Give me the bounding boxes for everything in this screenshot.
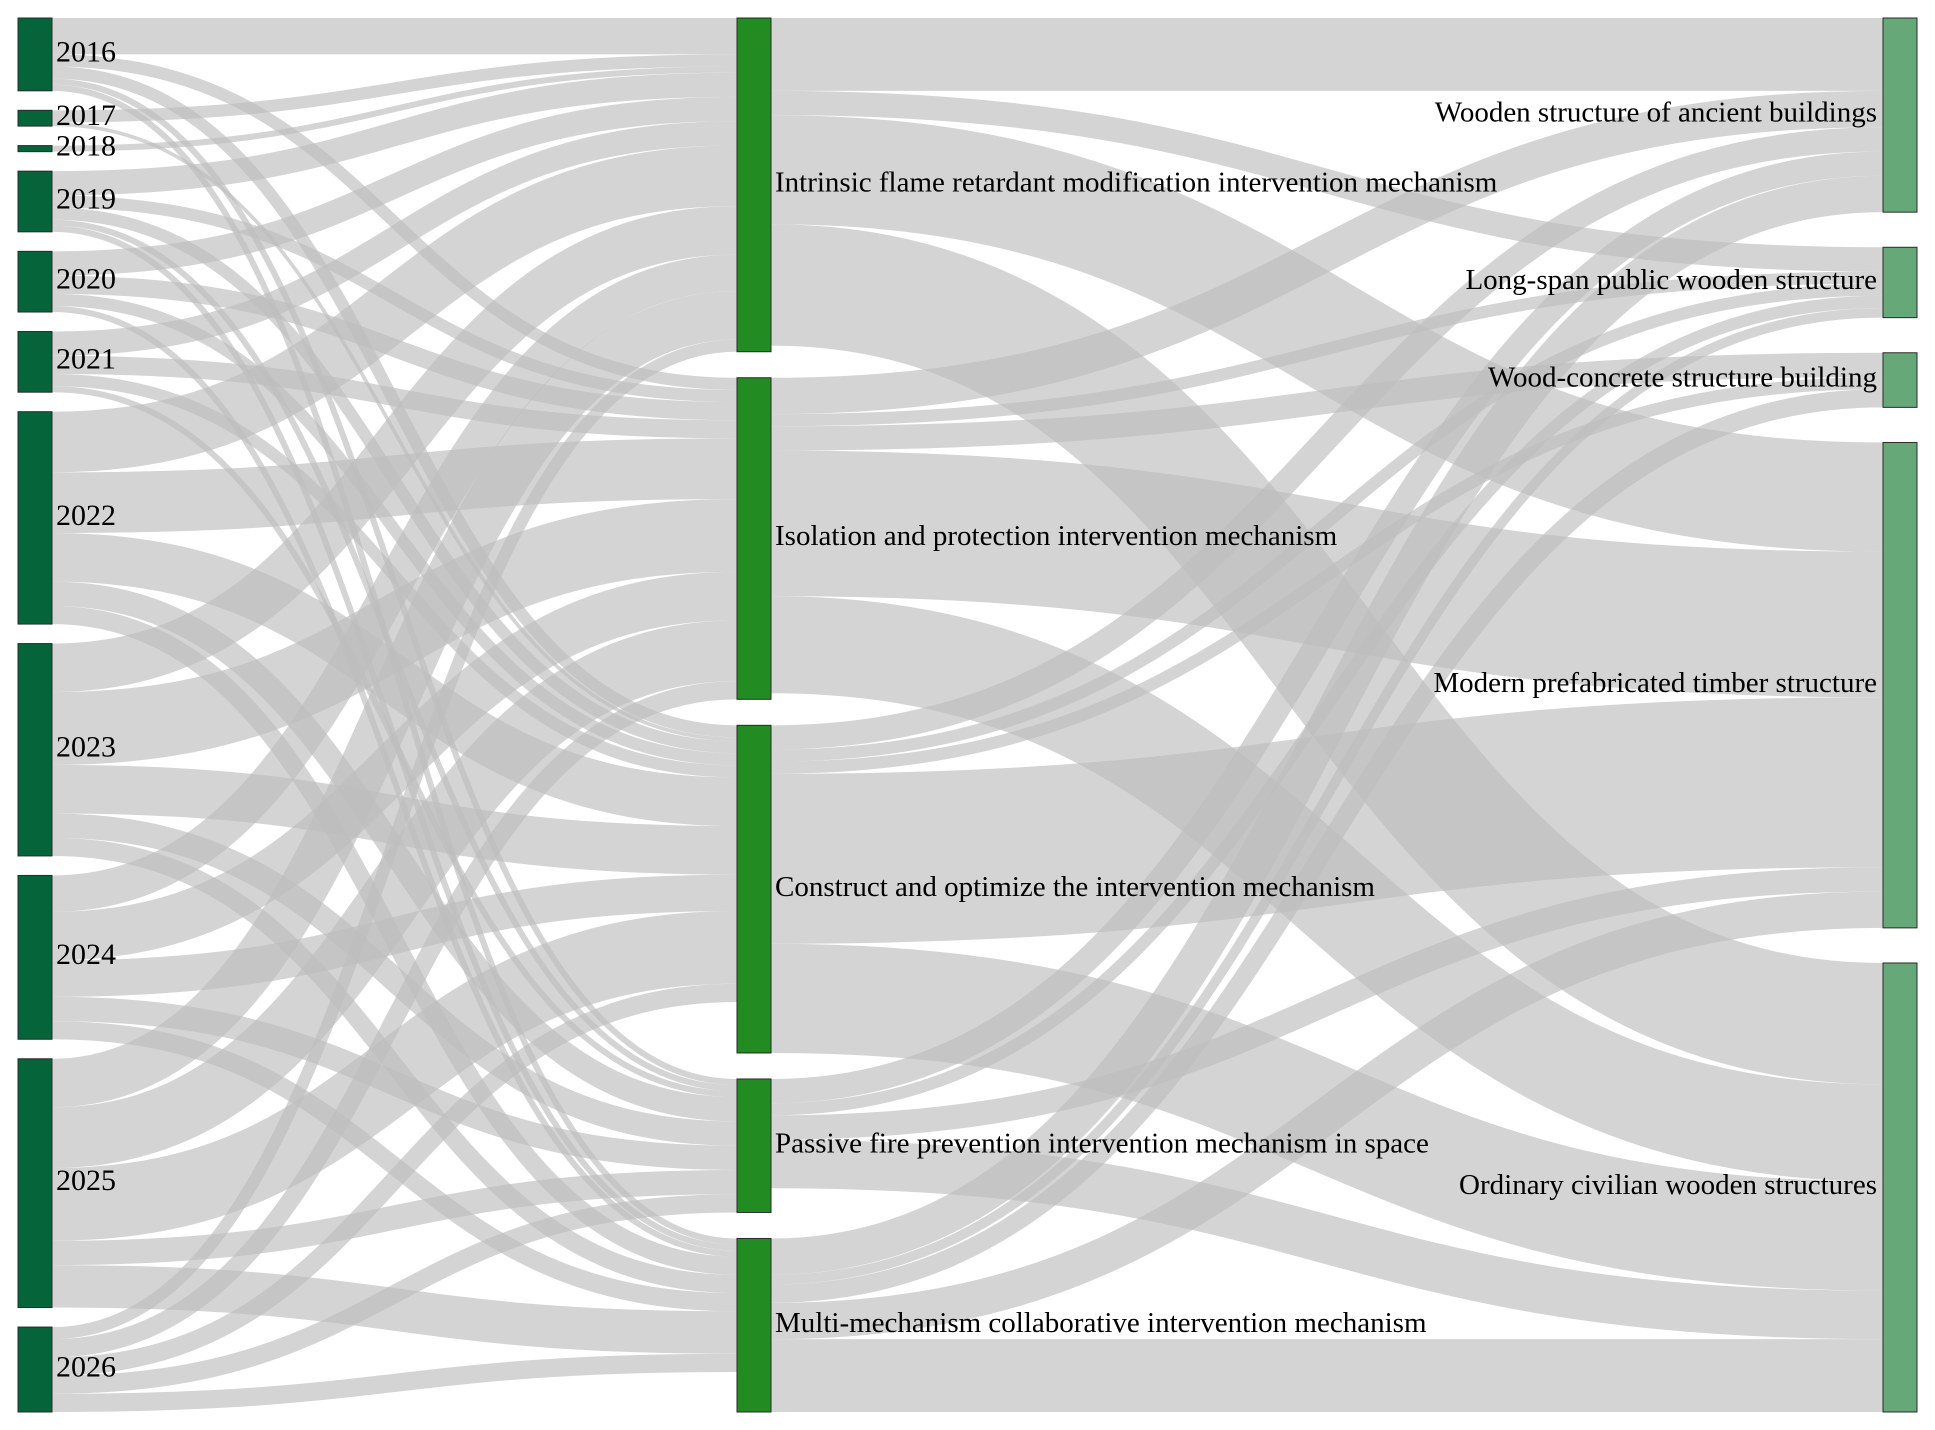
node-label-mechanisms-M3: Construct and optimize the intervention … [775, 871, 1375, 903]
node-years-2025 [17, 1058, 53, 1309]
node-label-structures-S1: Wooden structure of ancient buildings [1435, 97, 1877, 129]
node-mechanisms-M4 [736, 1078, 772, 1213]
link-M2-to-S2 [770, 271, 1884, 427]
node-years-2024 [17, 874, 53, 1040]
node-years-2022 [17, 411, 53, 625]
link-2023-to-M1 [51, 206, 738, 693]
link-2026-to-M2 [51, 681, 738, 1358]
node-label-years-2021: 2021 [56, 343, 116, 376]
link-2025-to-M5 [51, 1265, 738, 1354]
link-M4-to-S1 [770, 151, 1884, 1104]
node-label-years-2025: 2025 [56, 1164, 116, 1197]
node-label-mechanisms-M4: Passive fire prevention intervention mec… [775, 1127, 1429, 1159]
node-mechanisms-M1 [736, 17, 772, 353]
link-M1-to-S4 [770, 115, 1884, 552]
link-2026-to-M5 [51, 1353, 738, 1413]
node-label-years-2020: 2020 [56, 263, 116, 296]
node-label-years-2018: 2018 [56, 130, 116, 163]
link-2025-to-M2 [51, 620, 738, 1168]
node-label-mechanisms-M1: Intrinsic flame retardant modification i… [775, 167, 1498, 199]
link-M5-to-S4 [770, 891, 1884, 1340]
node-label-structures-S2: Long-span public wooden structure [1465, 264, 1877, 296]
node-label-mechanisms-M5: Multi-mechanism collaborative interventi… [775, 1307, 1427, 1339]
link-2024-to-M2 [51, 571, 738, 961]
link-M3-to-S3 [770, 377, 1884, 774]
link-2021-to-M1 [51, 121, 738, 356]
link-2026-to-M3 [51, 983, 738, 1376]
node-label-years-2017: 2017 [56, 99, 116, 132]
link-2026-to-M1 [51, 339, 738, 1340]
node-label-structures-S4: Modern prefabricated timber structure [1433, 667, 1877, 699]
node-label-years-2026: 2026 [56, 1350, 116, 1383]
node-structures-S2 [1882, 246, 1918, 319]
node-years-2020 [17, 250, 53, 313]
link-M3-to-S1 [770, 127, 1884, 750]
link-M4-to-S4 [770, 867, 1884, 1140]
node-years-2017 [17, 109, 53, 127]
link-2024-to-M1 [51, 254, 738, 912]
node-mechanisms-M5 [736, 1237, 772, 1413]
node-label-structures-S5: Ordinary civilian wooden structures [1459, 1169, 1877, 1201]
node-mechanisms-M3 [736, 724, 772, 1054]
link-M3-to-S2 [770, 283, 1884, 762]
link-2023-to-M2 [51, 499, 738, 765]
link-2018-to-M1 [51, 66, 738, 152]
link-2025-to-M4 [51, 1169, 738, 1266]
node-structures-S3 [1882, 352, 1918, 408]
link-M5-to-S1 [770, 175, 1884, 1275]
link-2021-to-M2 [51, 355, 738, 439]
node-years-2021 [17, 331, 53, 393]
node-label-mechanisms-M2: Isolation and protection intervention me… [775, 520, 1338, 552]
link-2017-to-M1 [51, 54, 738, 123]
link-2023-to-M3 [51, 764, 738, 875]
link-M5-to-S2 [770, 307, 1884, 1285]
link-2020-to-M1 [51, 96, 738, 276]
node-structures-S1 [1882, 17, 1918, 213]
node-label-years-2019: 2019 [56, 182, 116, 215]
node-years-2023 [17, 643, 53, 857]
node-years-2019 [17, 170, 53, 233]
nodes-layer [17, 17, 1918, 1413]
node-label-years-2023: 2023 [56, 731, 116, 764]
link-M5-to-S3 [770, 389, 1884, 1303]
link-M2-to-S1 [770, 90, 1884, 415]
link-M3-to-S4 [770, 697, 1884, 944]
node-label-years-2016: 2016 [56, 35, 116, 68]
links-layer [51, 17, 1884, 1413]
node-label-years-2024: 2024 [56, 938, 116, 971]
node-label-years-2022: 2022 [56, 499, 116, 532]
link-2026-to-M4 [51, 1194, 738, 1394]
node-structures-S5 [1882, 962, 1918, 1413]
link-2019-to-M1 [51, 72, 738, 196]
node-years-2026 [17, 1326, 53, 1413]
link-M1-to-S5 [770, 224, 1884, 1085]
link-2025-to-M3 [51, 910, 738, 1241]
node-years-2018 [17, 145, 53, 153]
node-label-structures-S3: Wood-concrete structure building [1488, 362, 1877, 394]
link-2025-to-M1 [51, 291, 738, 1108]
node-mechanisms-M2 [736, 377, 772, 700]
node-years-2016 [17, 17, 53, 92]
node-structures-S4 [1882, 441, 1918, 929]
link-2022-to-M1 [51, 145, 738, 473]
